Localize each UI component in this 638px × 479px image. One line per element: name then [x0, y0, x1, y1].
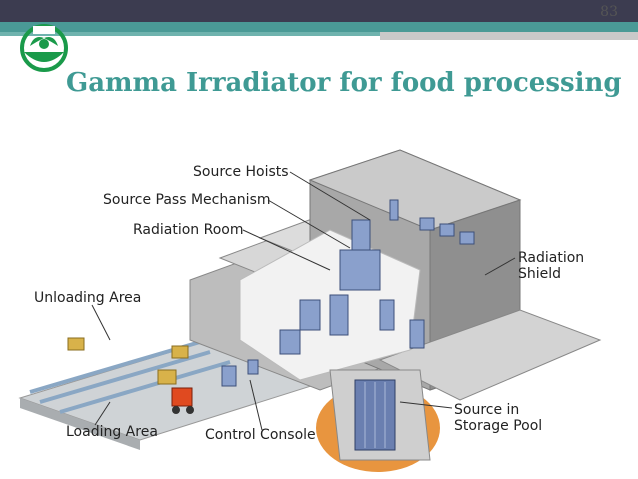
- label-source-pool-line2: Storage Pool: [454, 418, 543, 435]
- label-source-pass-mechanism: Source Pass Mechanism: [103, 192, 271, 208]
- irradiator-diagram: [18, 149, 602, 472]
- label-source-pool-line1: Source in: [454, 402, 520, 418]
- slide-accent-bar: [0, 22, 638, 32]
- label-loading-area: Loading Area: [66, 424, 158, 440]
- page-number: 83: [600, 4, 618, 20]
- label-radiation-shield-line2: Shield: [518, 266, 562, 283]
- label-source-in-storage-pool: Source in Storage Pool: [454, 402, 542, 434]
- label-radiation-shield-line1: Radiation: [518, 250, 585, 266]
- label-radiation-room: Radiation Room: [133, 222, 244, 238]
- label-radiation-shield: Radiation Shield: [518, 250, 584, 282]
- label-control-console: Control Console: [205, 427, 316, 443]
- label-unloading-area: Unloading Area: [34, 290, 142, 306]
- slide-title: Gamma Irradiator for food processing: [66, 68, 622, 98]
- slide-accent-bar-gray: [380, 32, 638, 40]
- label-source-hoists: Source Hoists: [193, 164, 289, 180]
- radura-logo-icon: [20, 24, 68, 72]
- slide-accent-bar-thin: [0, 32, 380, 36]
- slide-top-bar: [0, 0, 638, 40]
